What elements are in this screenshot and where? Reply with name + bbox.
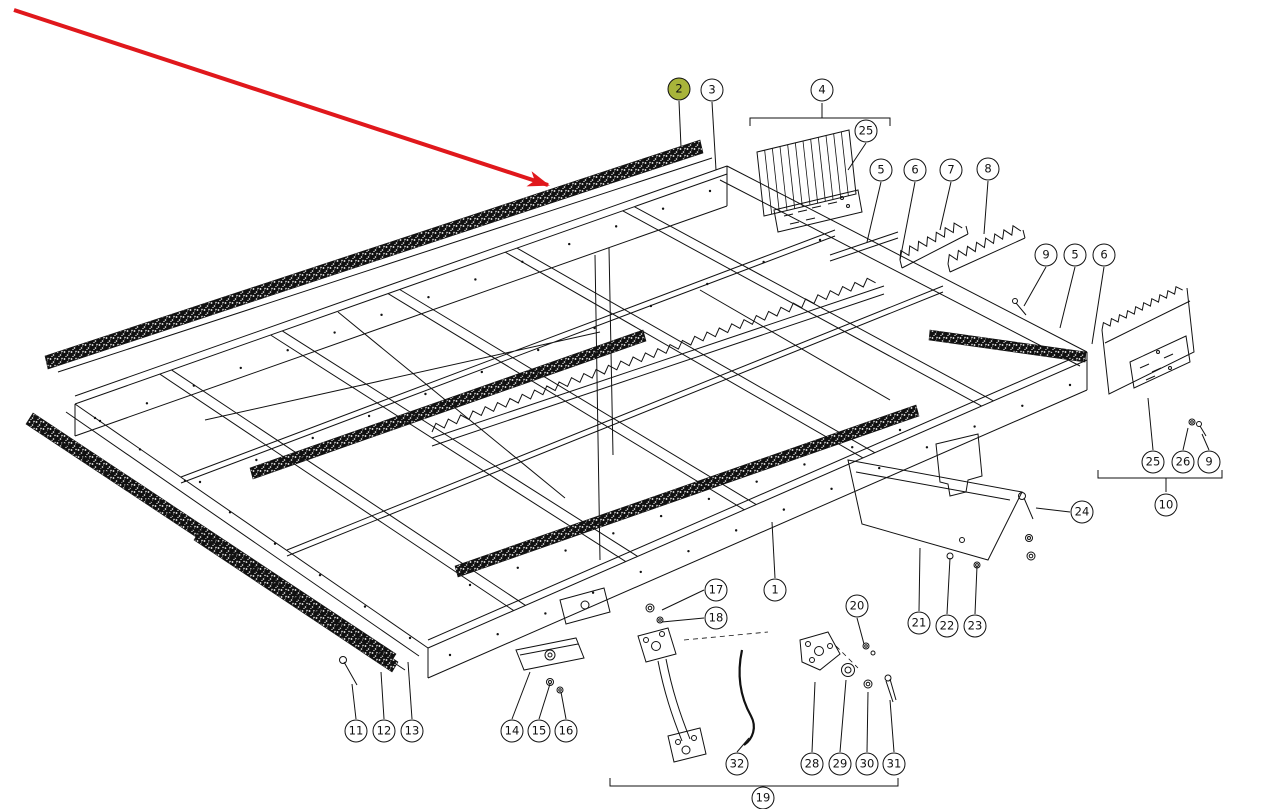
callout-7[interactable]: 7 [939,158,963,182]
stippled-seal-strips [25,139,1087,673]
linkage-rod [738,649,755,746]
callout-9-right[interactable]: 9 [1197,450,1221,474]
callout-29[interactable]: 29 [828,752,852,776]
callout-1[interactable]: 1 [763,578,787,602]
callout-11[interactable]: 11 [344,719,368,743]
callout-14[interactable]: 14 [500,719,524,743]
callout-25-right[interactable]: 25 [1141,450,1165,474]
callout-28[interactable]: 28 [800,752,824,776]
callout-6-left[interactable]: 6 [903,158,927,182]
callout-5-left[interactable]: 5 [869,158,893,182]
callout-8[interactable]: 8 [976,157,1000,181]
callout-19[interactable]: 19 [751,786,775,809]
callout-4[interactable]: 4 [810,78,834,102]
pointer-arrow [13,8,550,187]
callout-31[interactable]: 31 [882,752,906,776]
frame-structure [43,157,1088,679]
callout-2-selected[interactable]: 2 [667,77,691,101]
generated-detail [93,100,1210,755]
callout-32[interactable]: 32 [725,752,749,776]
callout-9-left[interactable]: 9 [1034,243,1058,267]
callout-10[interactable]: 10 [1154,493,1178,517]
callout-30[interactable]: 30 [855,752,879,776]
callout-18[interactable]: 18 [704,606,728,630]
detail-parts [343,129,1207,763]
callout-23[interactable]: 23 [963,614,987,638]
callout-24[interactable]: 24 [1070,500,1094,524]
callout-16[interactable]: 16 [554,719,578,743]
callout-3[interactable]: 3 [700,78,724,102]
callout-26[interactable]: 26 [1171,450,1195,474]
callout-20[interactable]: 20 [845,594,869,618]
callout-6-right[interactable]: 6 [1092,243,1116,267]
callout-13[interactable]: 13 [400,719,424,743]
callout-15[interactable]: 15 [527,719,551,743]
callout-12[interactable]: 12 [372,719,396,743]
callout-21[interactable]: 21 [907,611,931,635]
callout-22[interactable]: 22 [935,614,959,638]
callout-17[interactable]: 17 [704,578,728,602]
callout-5-right[interactable]: 5 [1063,243,1087,267]
callout-25-top[interactable]: 25 [854,119,878,143]
